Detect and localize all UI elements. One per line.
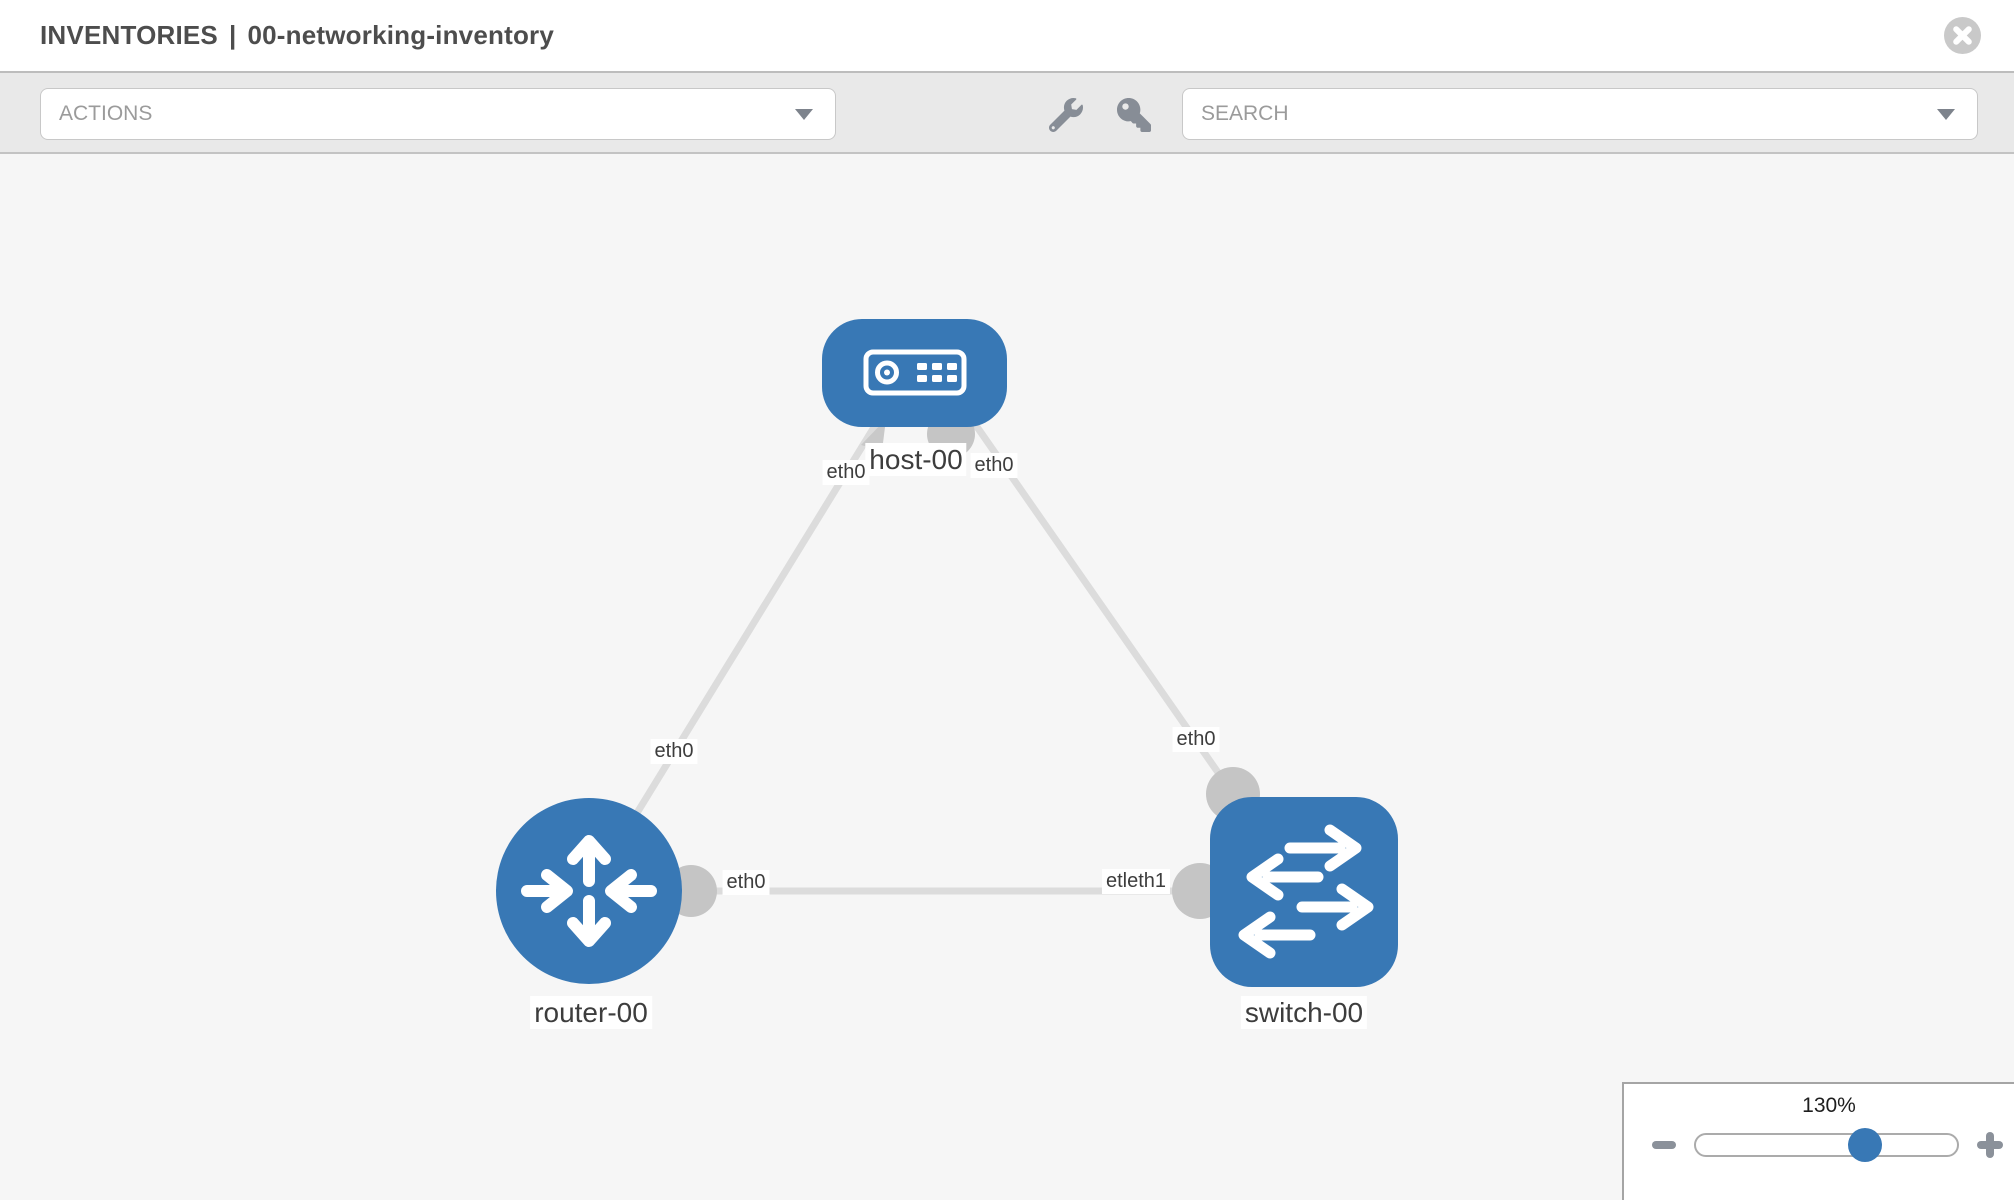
credentials-button[interactable] bbox=[1117, 98, 1151, 132]
zoom-in-button plus-icon[interactable] bbox=[1977, 1132, 2003, 1158]
node-router-00[interactable] bbox=[496, 798, 682, 984]
x-circle-icon bbox=[1944, 17, 1981, 54]
node-label-router: router-00 bbox=[530, 996, 652, 1029]
search-dropdown-label: SEARCH bbox=[1201, 102, 1289, 125]
actions-dropdown-label: ACTIONS bbox=[59, 102, 153, 125]
topology-graph bbox=[496, 319, 1398, 987]
page-title: INVENTORIES | 00-networking-inventory bbox=[40, 0, 554, 71]
zoom-level-value: 130% bbox=[1802, 1094, 1856, 1117]
zoom-slider-handle[interactable] bbox=[1848, 1128, 1882, 1162]
inventory-name: 00-networking-inventory bbox=[247, 20, 555, 50]
interface-label: eth0 bbox=[722, 870, 770, 895]
router-arrows-icon bbox=[521, 835, 657, 947]
actions-dropdown[interactable]: ACTIONS bbox=[40, 88, 836, 140]
page-title-divider: | bbox=[228, 20, 237, 50]
header: INVENTORIES | 00-networking-inventory bbox=[0, 0, 2014, 71]
switch-arrows-icon bbox=[1238, 824, 1374, 959]
key-icon bbox=[1117, 98, 1151, 132]
node-label-host: host-00 bbox=[865, 443, 967, 476]
configure-tools-button[interactable] bbox=[1048, 98, 1083, 133]
chevron-down-icon bbox=[795, 108, 813, 120]
node-label-switch: switch-00 bbox=[1240, 996, 1368, 1029]
node-switch-00[interactable] bbox=[1210, 797, 1398, 987]
server-icon bbox=[863, 349, 967, 396]
interface-label: eth0 bbox=[1172, 727, 1220, 752]
chevron-down-icon bbox=[1937, 108, 1955, 120]
interface-label: etleth1 bbox=[1101, 869, 1171, 894]
search-dropdown[interactable]: SEARCH bbox=[1182, 88, 1978, 140]
zoom-slider-track[interactable] bbox=[1694, 1133, 1959, 1157]
toolbar: ACTIONS SEARCH bbox=[0, 71, 2014, 154]
zoom-control-panel: 130% bbox=[1622, 1082, 2014, 1200]
interface-label: eth0 bbox=[970, 453, 1018, 478]
node-host-00[interactable] bbox=[822, 319, 1007, 427]
zoom-out-button minus-icon[interactable] bbox=[1652, 1141, 1676, 1149]
page-title-prefix: INVENTORIES bbox=[40, 20, 218, 50]
interface-label: eth0 bbox=[650, 739, 698, 764]
topology-canvas[interactable]: host-00 router-00 switch-00 eth0 eth0 et… bbox=[0, 154, 2014, 1200]
interface-label: eth0 bbox=[822, 460, 870, 485]
close-button[interactable] bbox=[1944, 17, 1981, 54]
wrench-icon bbox=[1048, 98, 1083, 133]
